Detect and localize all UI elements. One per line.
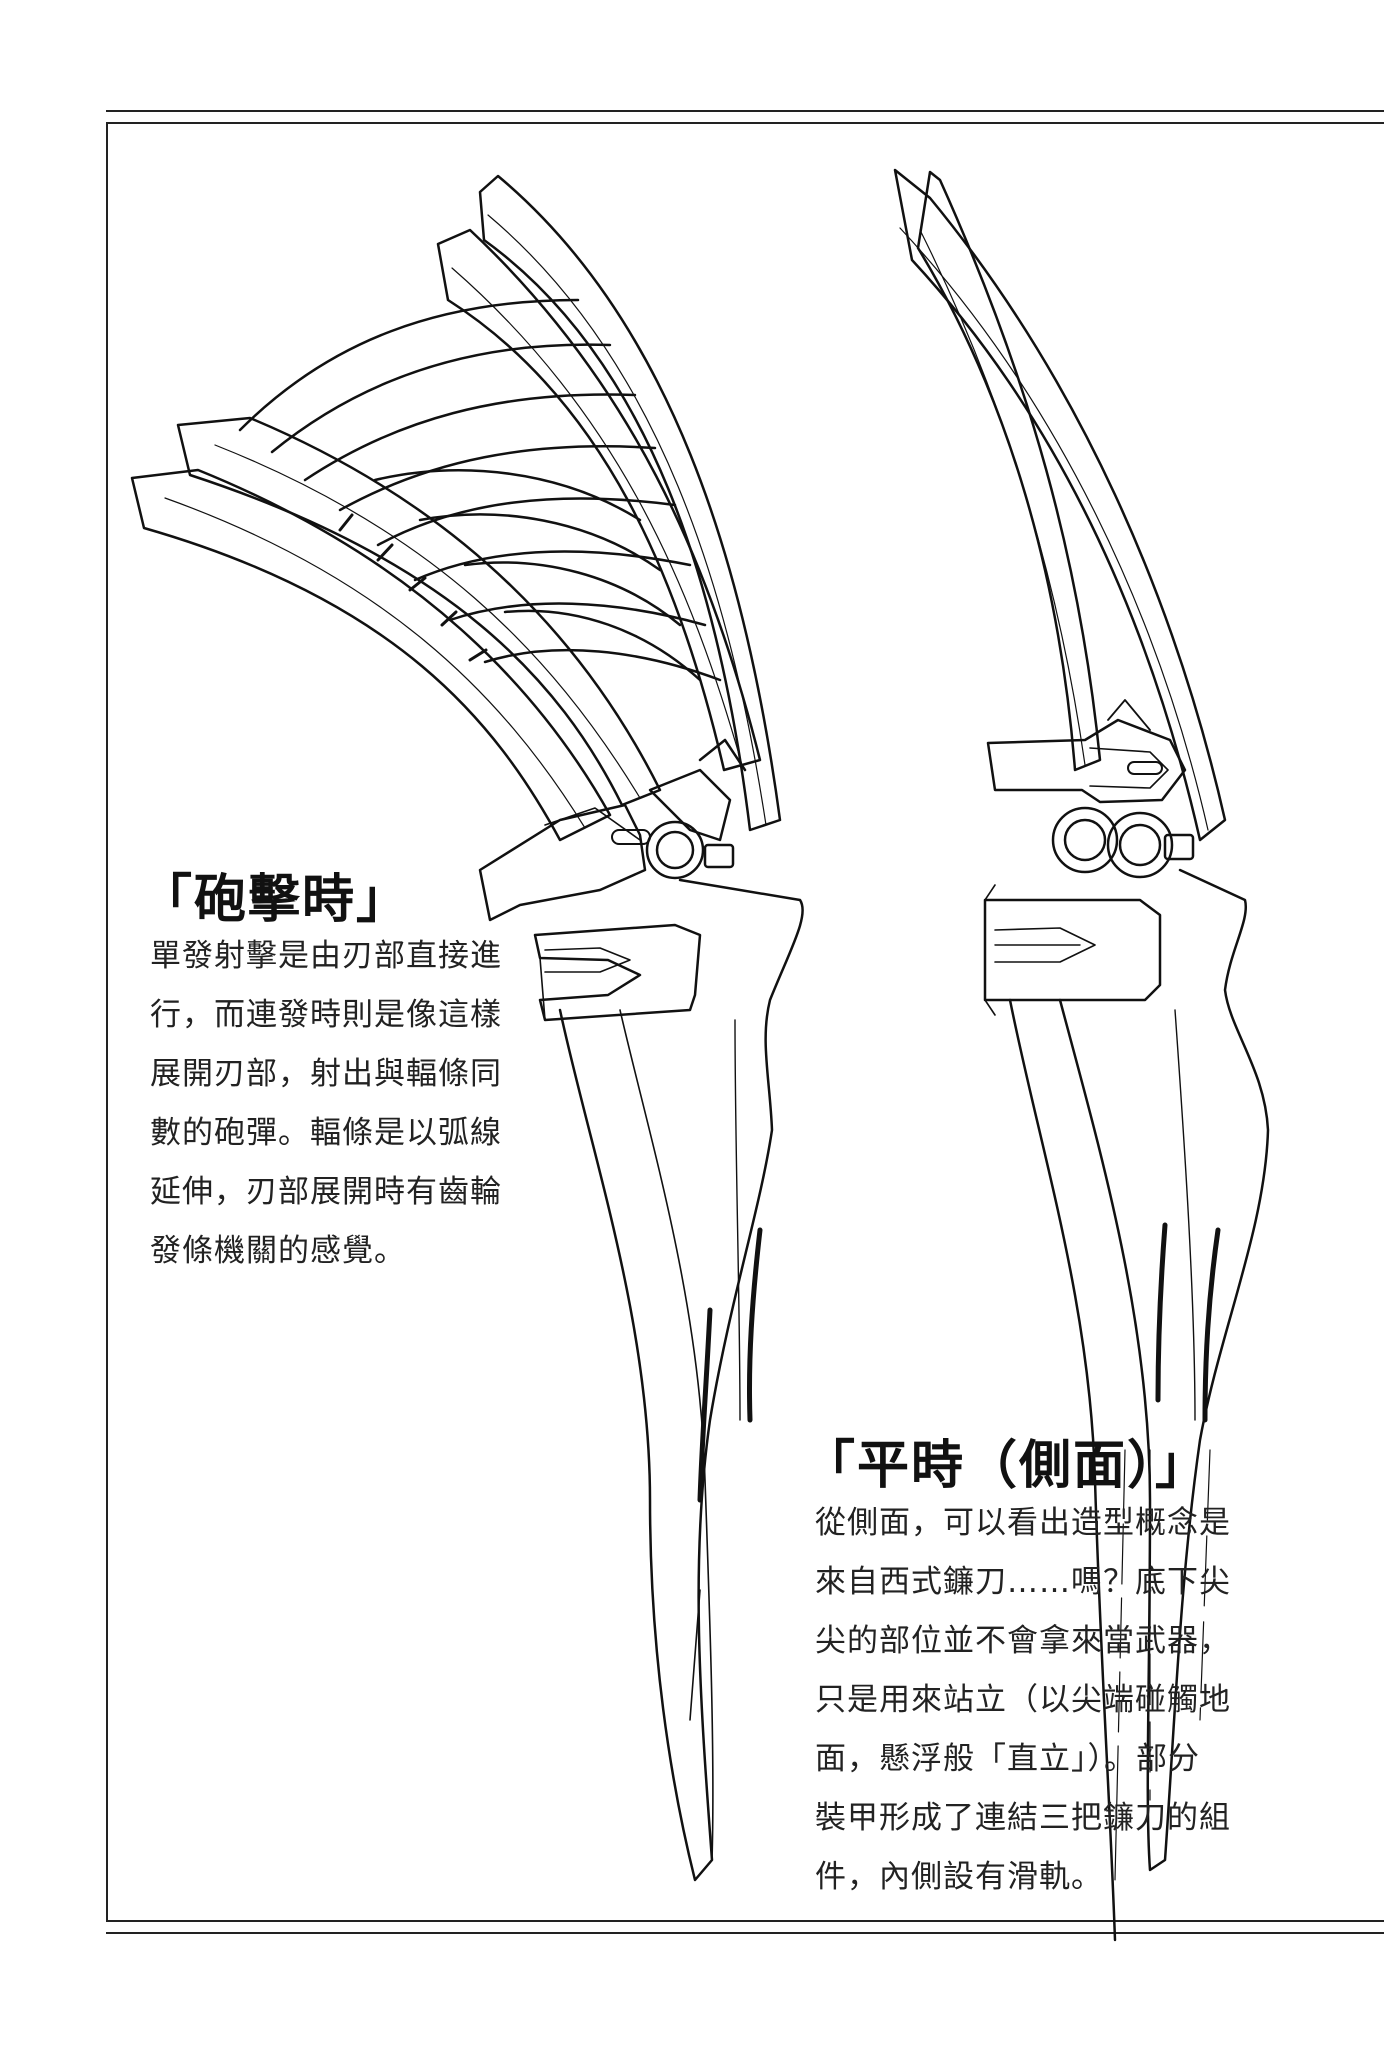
text-line: 延伸，刃部展開時有齒輪 (150, 1174, 502, 1210)
normal-mode-heading: 「平時（側面）」 (803, 1435, 1210, 1496)
firing-mode-description: 單發射擊是由刃部直接進 行，而連發時則是像這樣 展開刃部，射出與輻條同 數的砲彈… (150, 927, 502, 1281)
text-line: 裝甲形成了連結三把鐮刀的組 (815, 1800, 1231, 1836)
page-frame-left (106, 122, 108, 1920)
normal-mode-description: 從側面，可以看出造型概念是 來自西式鐮刀……嗎？底下尖 尖的部位並不會拿來當武器… (815, 1494, 1231, 1907)
text-line: 行，而連發時則是像這樣 (150, 997, 502, 1033)
firing-mode-heading: 「砲擊時」 (140, 869, 411, 930)
text-line: 發條機關的感覺。 (150, 1233, 406, 1269)
text-line: 數的砲彈。輻條是以弧線 (150, 1115, 502, 1151)
firing-mode-scythe-drawing (130, 174, 804, 1882)
text-line: 來自西式鐮刀……嗎？底下尖 (815, 1564, 1231, 1600)
normal-mode-scythe-drawing (893, 168, 1270, 1942)
page-frame-bottom-outer (106, 1932, 1384, 1934)
page-frame-bottom-inner (106, 1920, 1384, 1922)
text-line: 件，內側設有滑軌。 (815, 1859, 1103, 1895)
text-line: 只是用來站立（以尖端碰觸地 (815, 1682, 1231, 1718)
page-frame-top-outer (106, 110, 1384, 112)
page-frame-top-inner (106, 122, 1384, 124)
text-line: 單發射擊是由刃部直接進 (150, 938, 502, 974)
text-line: 從側面，可以看出造型概念是 (815, 1505, 1231, 1541)
text-line: 展開刃部，射出與輻條同 (150, 1056, 502, 1092)
text-line: 尖的部位並不會拿來當武器， (815, 1623, 1231, 1659)
text-line: 面，懸浮般「直立」）。部分 (815, 1741, 1200, 1777)
